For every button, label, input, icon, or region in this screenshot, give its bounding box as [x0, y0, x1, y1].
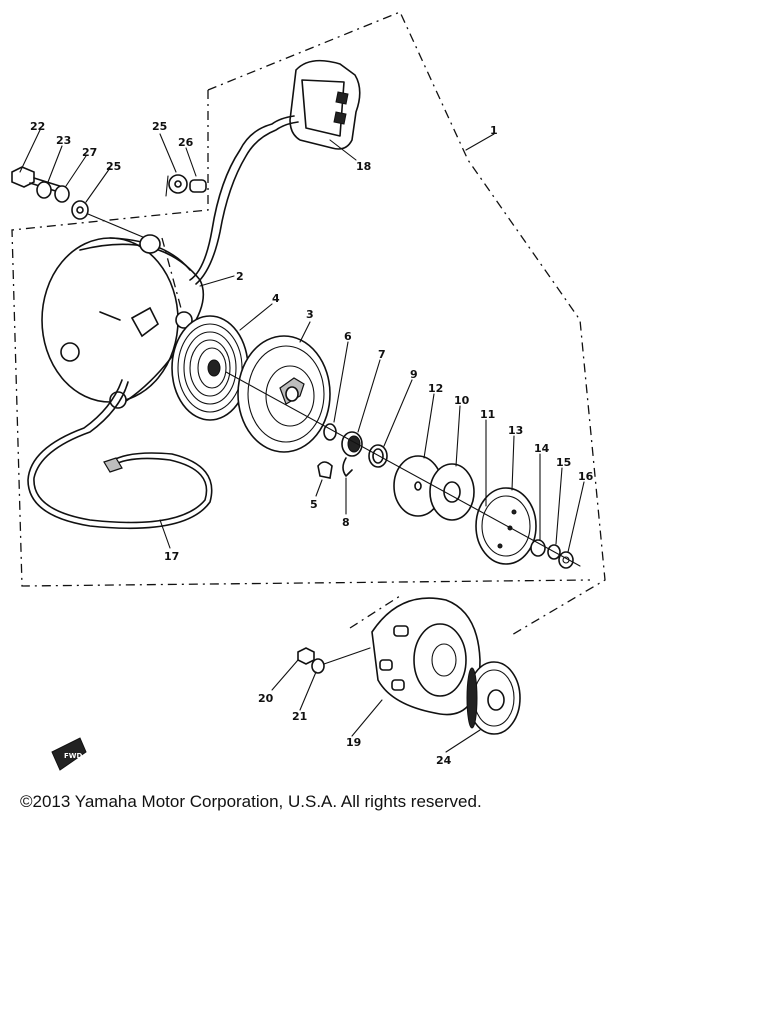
callout-11: 11: [480, 408, 495, 421]
callout-numbers: 22 23 27 25 25 26 1 18 2 4 3 6 7 9 12 10…: [30, 120, 594, 767]
callout-27: 27: [82, 146, 97, 159]
callout-2: 2: [236, 270, 244, 283]
callout-6: 6: [344, 330, 352, 343]
callout-5: 5: [310, 498, 318, 511]
starter-pulley: [297, 595, 481, 716]
pawl-assembly: [317, 423, 388, 479]
starter-rope: [27, 379, 213, 530]
callout-20: 20: [258, 692, 274, 705]
callout-14: 14: [534, 442, 550, 455]
copyright-notice: ©2013 Yamaha Motor Corporation, U.S.A. A…: [20, 792, 482, 811]
assembly-boundary: [11, 11, 606, 637]
callout-25-left: 25: [106, 160, 121, 173]
friction-plates: [393, 455, 490, 521]
sheave-drum: [237, 335, 331, 453]
leader-lines: [19, 129, 585, 753]
callout-8: 8: [342, 516, 350, 529]
callout-16: 16: [578, 470, 594, 483]
callout-25-top: 25: [152, 120, 167, 133]
callout-19: 19: [346, 736, 361, 749]
spiral-spring: [171, 315, 249, 421]
callout-21: 21: [292, 710, 307, 723]
callout-26: 26: [178, 136, 194, 149]
callout-9: 9: [410, 368, 418, 381]
callout-18: 18: [356, 160, 371, 173]
fwd-label: FWD: [64, 752, 83, 760]
callout-24: 24: [436, 754, 452, 767]
callout-22: 22: [30, 120, 45, 133]
callout-23: 23: [56, 134, 71, 147]
drive-plate: [475, 487, 574, 569]
bolt-and-washers: [11, 166, 207, 241]
callout-4: 4: [272, 292, 280, 305]
callout-3: 3: [306, 308, 314, 321]
fwd-arrow-icon: FWD: [51, 737, 87, 771]
callout-15: 15: [556, 456, 571, 469]
callout-10: 10: [454, 394, 470, 407]
assembly-axis: [225, 371, 581, 567]
callout-1: 1: [490, 124, 498, 137]
callout-17: 17: [164, 550, 179, 563]
callout-7: 7: [378, 348, 386, 361]
callout-13: 13: [508, 424, 523, 437]
ring-gear: [466, 661, 521, 735]
starter-handle: [189, 59, 361, 285]
callout-12: 12: [428, 382, 443, 395]
